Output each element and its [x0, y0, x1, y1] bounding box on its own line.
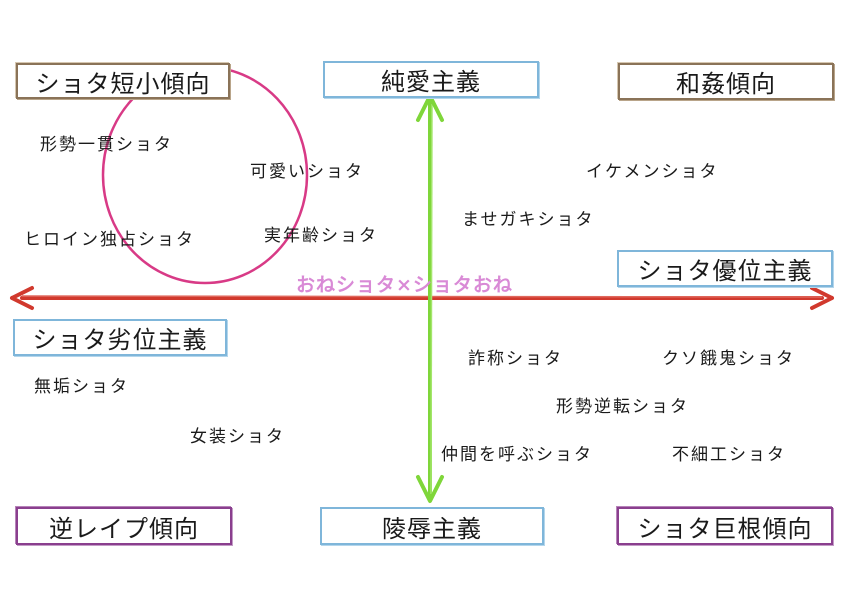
item-keisei-ikkan: 形勢一貫ショタ — [40, 135, 173, 155]
item-busaiku: 不細工ショタ — [672, 445, 786, 465]
corner-box-top-left: ショタ短小傾向 — [16, 63, 230, 99]
corner-label-bottom-right: ショタ巨根傾向 — [637, 514, 813, 543]
item-josou: 女装ショタ — [190, 427, 285, 447]
item-kusogaki: クソ餓鬼ショタ — [662, 349, 795, 369]
item-ikemen: イケメンショタ — [586, 162, 719, 182]
horizontal-axis-sketch — [21, 295, 823, 298]
axis-label-bottom: 陵辱主義 — [382, 514, 482, 543]
item-masegaki: ませガキショタ — [462, 210, 595, 230]
item-sashou: 詐称ショタ — [468, 349, 563, 369]
item-keisei-gyakuten: 形勢逆転ショタ — [556, 397, 689, 417]
axis-box-bottom: 陵辱主義 — [320, 507, 544, 545]
axis-box-right: ショタ優位主義 — [617, 250, 833, 287]
vertical-axis-sketch — [430, 103, 433, 495]
item-jitsu-nenrei: 実年齢ショタ — [264, 226, 378, 246]
corner-box-bottom-left: 逆レイプ傾向 — [16, 507, 232, 545]
axis-label-top: 純愛主義 — [381, 68, 481, 96]
horizontal-axis-arrow-right — [810, 286, 834, 310]
axis-box-left: ショタ劣位主義 — [13, 319, 227, 356]
corner-label-bottom-left: 逆レイプ傾向 — [49, 514, 199, 543]
corner-box-bottom-right: ショタ巨根傾向 — [617, 507, 833, 545]
item-muku: 無垢ショタ — [34, 377, 129, 397]
horizontal-axis-arrow-left — [10, 286, 34, 310]
corner-box-top-right: 和姦傾向 — [618, 63, 834, 100]
vertical-axis-arrow-down — [416, 475, 444, 503]
center-label: おねショタ×ショタおね — [296, 274, 513, 296]
corner-label-top-right: 和姦傾向 — [676, 70, 776, 98]
item-heroine-dokusen: ヒロイン独占ショタ — [24, 230, 195, 250]
axis-label-right: ショタ優位主義 — [637, 257, 813, 285]
corner-label-top-left: ショタ短小傾向 — [35, 69, 211, 98]
axis-box-top: 純愛主義 — [323, 61, 539, 98]
item-nakama: 仲間を呼ぶショタ — [441, 445, 593, 465]
item-kawaii: 可愛いショタ — [250, 162, 364, 182]
axis-label-left: ショタ劣位主義 — [32, 326, 208, 354]
